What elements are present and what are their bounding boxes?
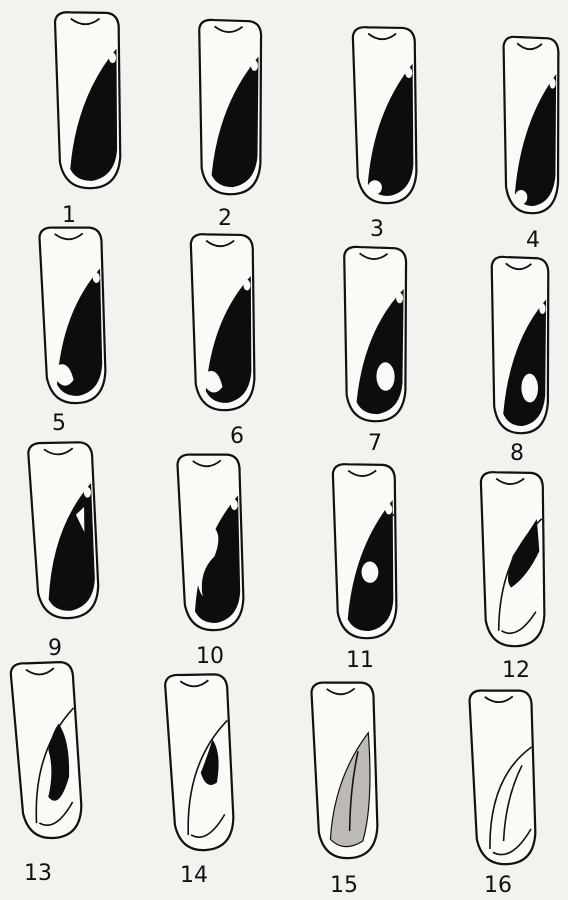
kernel-figure-2	[199, 19, 264, 195]
kernel-figure-1	[55, 10, 125, 189]
figure-number-label: 7	[368, 431, 382, 456]
figure-number-label: 14	[180, 863, 208, 888]
kernel-figure-15	[311, 680, 382, 860]
figure-number-label: 10	[196, 644, 224, 669]
figure-number-label: 16	[484, 873, 512, 898]
figure-number-label: 3	[370, 217, 384, 242]
kernel-figure-8	[492, 256, 552, 434]
figure-number-label: 8	[510, 441, 524, 466]
figure-number-label: 4	[526, 228, 540, 253]
figure-number-label: 6	[230, 424, 244, 449]
kernel-figure-3	[353, 25, 421, 204]
kernel-figure-11	[333, 462, 401, 639]
figure-number-label: 15	[330, 873, 358, 898]
kernel-outline	[165, 672, 239, 853]
figure-number-label: 1	[62, 203, 76, 228]
figure-number-label: 11	[346, 648, 374, 673]
figure-number-label: 2	[218, 206, 232, 231]
kernel-figure-10	[177, 452, 248, 632]
kernel-figure-5	[39, 225, 110, 405]
kernel-figure-7	[344, 246, 409, 422]
figure-number-label: 13	[24, 861, 52, 886]
kernel-figure-4	[503, 36, 561, 214]
kernel-figure-13	[10, 659, 87, 840]
kernel-figure-16	[469, 688, 540, 866]
figure-number-label: 5	[52, 411, 66, 436]
kernel-figure-9	[28, 439, 104, 620]
kernel-figure-12	[481, 470, 549, 647]
figure-number-label: 12	[502, 658, 530, 683]
kernel-figure-14	[165, 672, 239, 853]
figure-number-label: 9	[48, 636, 62, 661]
kernel-figure-6	[191, 232, 259, 411]
